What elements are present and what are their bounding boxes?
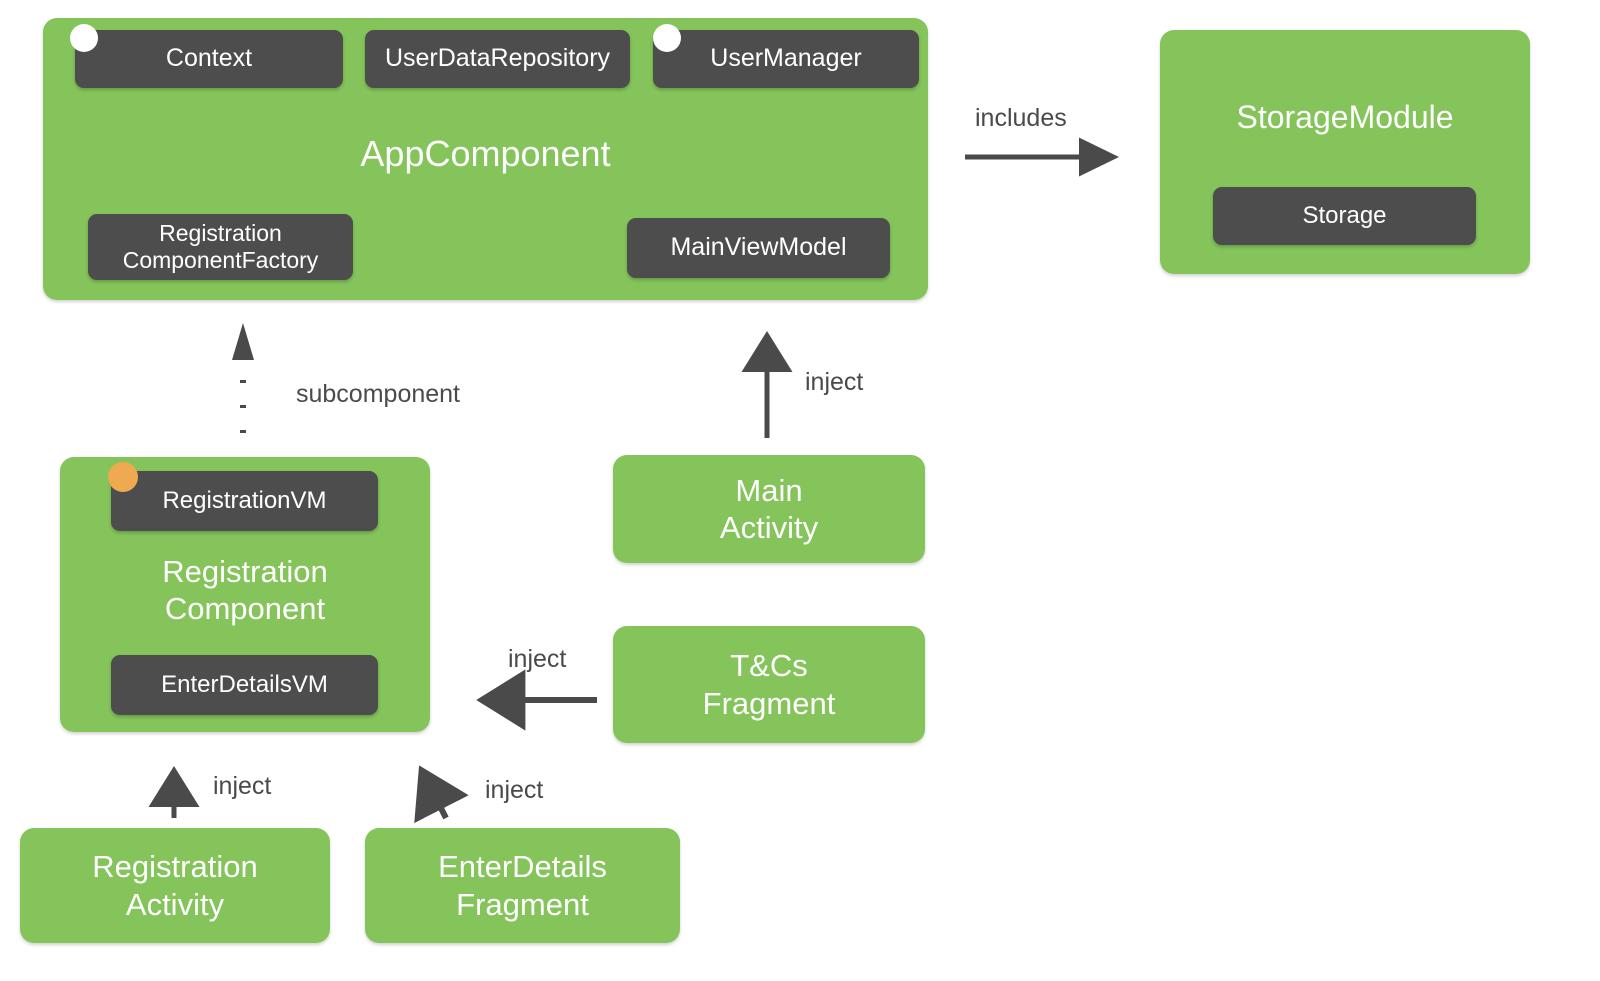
binding-user-data-repository[interactable]: UserDataRepository	[365, 30, 630, 88]
edge-label-inject-main-activity: inject	[805, 368, 864, 396]
binding-main-view-model[interactable]: MainViewModel	[627, 218, 890, 278]
edge-label-includes: includes	[975, 104, 1067, 132]
binding-enter-details-vm[interactable]: EnterDetailsVM	[111, 655, 378, 715]
binding-storage[interactable]: Storage	[1213, 187, 1476, 245]
node-tcs-fragment[interactable]: T&Cs Fragment	[613, 626, 925, 743]
node-main-activity[interactable]: Main Activity	[613, 455, 925, 563]
node-registration-activity[interactable]: Registration Activity	[20, 828, 330, 943]
scope-dot-icon-user-manager	[653, 24, 681, 52]
binding-registration-vm[interactable]: RegistrationVM	[111, 471, 378, 531]
edge-label-subcomponent: subcomponent	[296, 380, 461, 408]
scope-dot-icon-registration-vm	[108, 462, 138, 492]
scope-dot-icon-context	[70, 24, 98, 52]
registration-component-title: Registration Component	[162, 554, 328, 627]
edge-inject-enterdetails-arrow	[414, 765, 469, 824]
edge-label-inject-tcs-fragment: inject	[508, 645, 567, 673]
storage-module-title: StorageModule	[1236, 99, 1454, 135]
binding-registration-component-factory[interactable]: Registration ComponentFactory	[88, 214, 353, 280]
node-enterdetails-fragment[interactable]: EnterDetails Fragment	[365, 828, 680, 943]
app-component-title: AppComponent	[360, 133, 611, 174]
edge-label-inject-enterdetails-fragment: inject	[485, 776, 544, 804]
binding-context[interactable]: Context	[75, 30, 343, 88]
edge-subcomponent-arrow	[232, 323, 254, 433]
edge-label-inject-registration-activity: inject	[213, 772, 272, 800]
binding-user-manager[interactable]: UserManager	[653, 30, 919, 88]
